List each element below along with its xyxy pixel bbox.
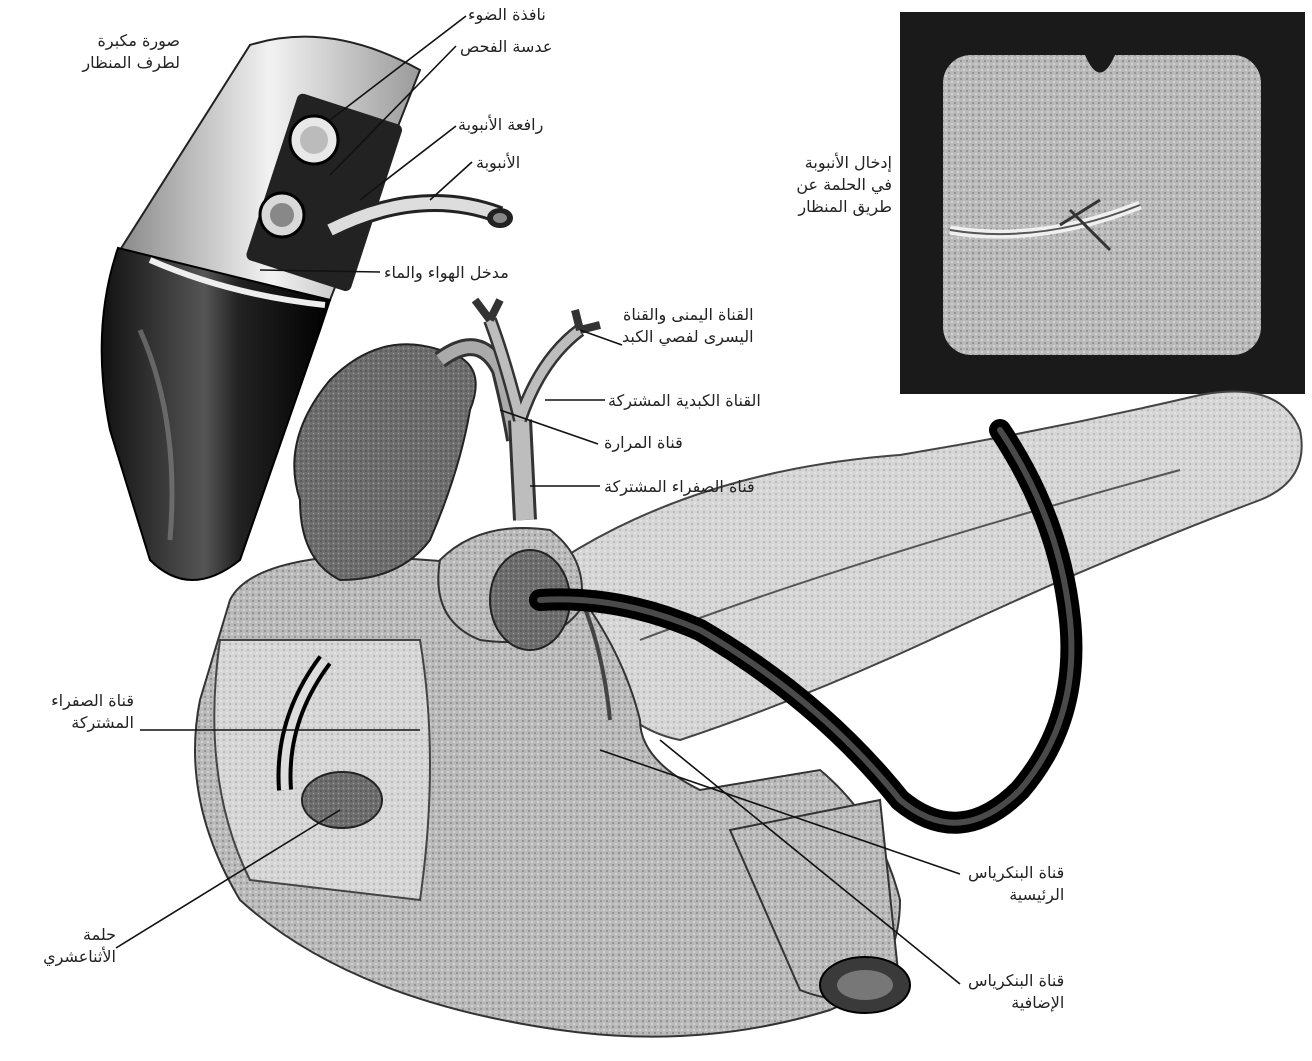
label-tube-lifter: رافعة الأنبوبة <box>458 114 543 136</box>
label-exam-lens: عدسة الفحص <box>460 36 552 58</box>
label-common-hepatic: القناة الكبدية المشتركة <box>608 390 761 412</box>
label-air-water-inlet: مدخل الهواء والماء <box>384 262 509 284</box>
label-cystic-duct: قناة المرارة <box>604 432 683 454</box>
label-magnified-tip: صورة مكبرة لطرف المنظار <box>82 30 180 74</box>
label-accessory-pancreatic: قناة البنكرياس الإضافية <box>968 970 1064 1014</box>
label-common-bile: قناة الصفراء المشتركة <box>604 476 755 498</box>
label-light-window: نافذة الضوء <box>468 4 546 26</box>
label-insert-tube: إدخال الأنبوبة في الحلمة عن طريق المنظار <box>796 152 892 218</box>
papilla-icon <box>302 772 382 828</box>
label-hepatic-ducts: القناة اليمنى والقناة اليسرى لفصي الكبد <box>622 304 754 348</box>
label-tube: الأنبوبة <box>476 152 520 174</box>
label-papilla: حلمة الأثناعشري <box>43 924 116 968</box>
label-main-pancreatic: قناة البنكرياس الرئيسية <box>968 862 1064 906</box>
label-common-bile-left: قناة الصفراء المشتركة <box>51 690 134 734</box>
endoscopic-inset-photo <box>900 12 1305 394</box>
